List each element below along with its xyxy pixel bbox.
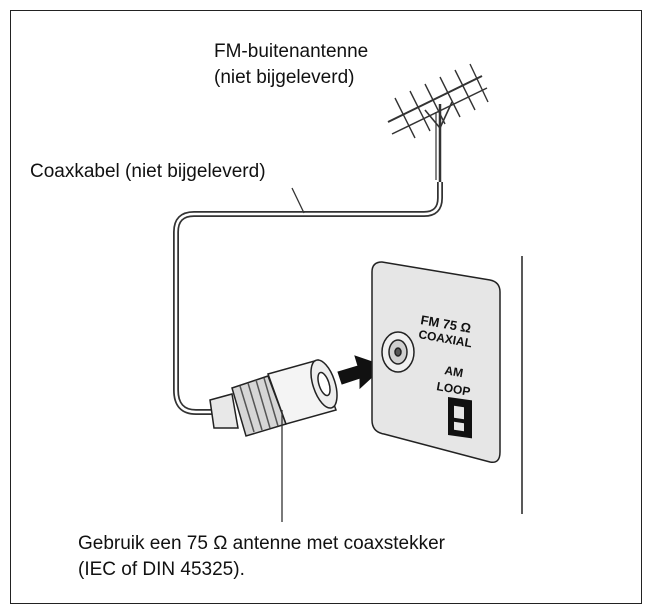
coax-plug [209,359,338,437]
am-loop-label-2: LOOP [435,379,471,399]
am-loop-terminal [448,396,472,439]
coax-cable-label: Coaxkabel (niet bijgeleverd) [30,161,266,182]
cable-leader-line [291,187,305,214]
fm-coaxial-socket [381,331,415,373]
figure-frame [10,10,642,604]
fm-antenna-icon [387,63,489,182]
note-label-line2: (IEC of DIN 45325). [78,559,245,580]
am-loop-label-1: AM [443,363,464,380]
fm-antenna-label-line2: (niet bijgeleverd) [214,67,355,88]
note-label-line1: Gebruik een 75 Ω antenne met coaxstekker [78,533,445,554]
rear-panel: FM 75 Ω COAXIAL AM LOOP [371,256,523,514]
fm-antenna-label-line1: FM-buitenantenne [214,41,369,62]
